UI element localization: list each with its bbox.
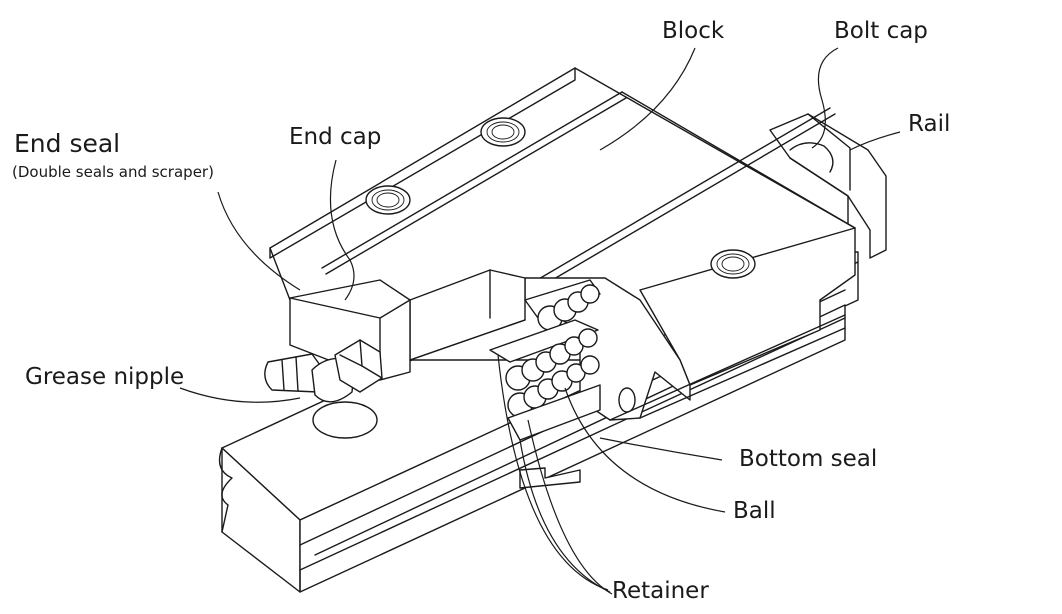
label-end-cap: End cap bbox=[289, 124, 382, 150]
label-rail: Rail bbox=[908, 111, 951, 137]
label-bolt-cap: Bolt cap bbox=[834, 18, 928, 44]
label-retainer: Retainer bbox=[612, 578, 709, 604]
leader-lines bbox=[179, 47, 901, 595]
label-block: Block bbox=[662, 18, 725, 44]
label-end-seal: End seal bbox=[14, 129, 121, 158]
ball-rows bbox=[489, 279, 601, 441]
label-grease-nipple: Grease nipple bbox=[25, 364, 185, 390]
mounting-holes bbox=[365, 117, 756, 279]
grease-nipple bbox=[264, 339, 383, 439]
label-bottom-seal: Bottom seal bbox=[739, 446, 878, 472]
label-end-seal-note: (Double seals and scraper) bbox=[12, 163, 214, 181]
label-ball: Ball bbox=[733, 498, 776, 524]
block bbox=[269, 67, 856, 421]
